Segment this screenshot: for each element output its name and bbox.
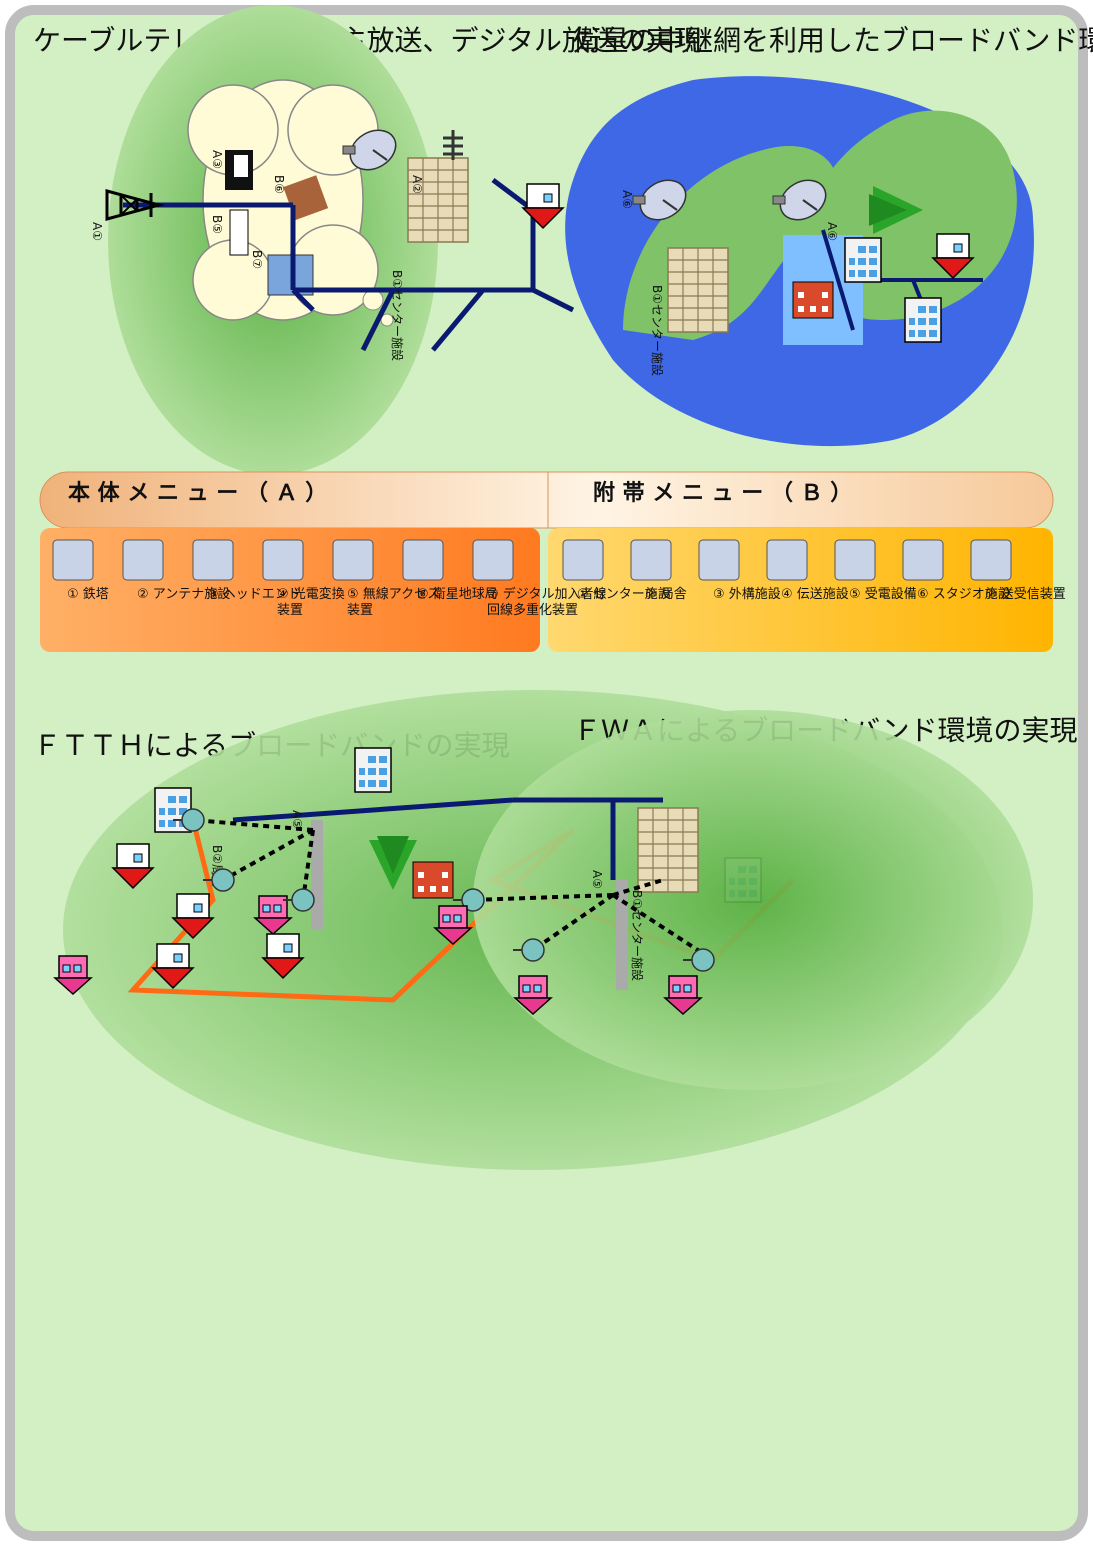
center-facility-icon — [407, 157, 469, 243]
menu-item-label: ④ 光電変換 — [277, 586, 345, 602]
fwa-wireless-links — [192, 818, 715, 962]
menu-item-label: ① 鉄塔 — [67, 587, 109, 602]
multiplexer-icon — [472, 539, 514, 581]
menu-item-label: ⑦ デジタル加入者線 — [487, 586, 607, 602]
main-menu-title: 本 体 メ ニ ュ ー （ Ａ ） — [68, 481, 327, 506]
menu-item-label: ② 局舎 — [645, 587, 687, 602]
menu-item-label-line2: 装置 — [347, 603, 373, 618]
cable-tv-panel: ケーブルテレビによる自主放送、デジタル放送の実現 A③ B⑤ B⑥ B⑦ — [33, 5, 882, 475]
menu-item: ② 局舎 — [630, 539, 687, 602]
menu-item: ⑥ スタジオ施設 — [902, 539, 1011, 602]
menu-item-label: ① センター施設 — [577, 586, 671, 602]
cable-b6-label: B⑥ — [272, 175, 286, 194]
satellite-dish-icon — [402, 539, 444, 581]
sub-menu-title: 附 帯 メ ニ ュ ー （ Ｂ ） — [593, 480, 852, 506]
menu-item-label: ⑥ 衛星地球局 — [417, 587, 498, 602]
menu-bars: 本 体 メ ニ ュ ー （ Ａ ） 附 帯 メ ニ ュ ー （ Ｂ ） ① 鉄塔… — [39, 471, 1066, 652]
menu-tube — [39, 471, 1054, 529]
power-panel-mini-icon — [229, 209, 249, 256]
menu-item-label: ⑤ 受電設備 — [849, 586, 917, 602]
menu-item: ③ 外構施設 — [698, 539, 781, 602]
equipment-thought-cloud — [187, 79, 394, 327]
menu-item: ④ 伝送施設 — [766, 539, 849, 602]
menu-item: ③ ヘッドエンド — [192, 539, 301, 602]
fwa-b1-label: B①センター施設 — [630, 890, 645, 981]
converter-icon — [262, 539, 304, 581]
satellite-green-building-icon — [904, 297, 942, 343]
menu-item: ⑥ 衛星地球局 — [402, 539, 498, 602]
fwa-a5-right-label: A⑤ — [290, 810, 304, 829]
fwa-center-facility-icon — [637, 807, 699, 893]
satellite-title: 衛星の中継網を利用したブロードバンド環境の実現 — [573, 24, 1093, 57]
satellite-panel: 衛星の中継網を利用したブロードバンド環境の実現 B①センター施設 A⑥ A⑥ — [565, 24, 1093, 447]
menu-item-label: ⑥ スタジオ施設 — [917, 586, 1011, 602]
tower-icon — [52, 539, 94, 581]
power-panel-icon — [834, 539, 876, 581]
fwa-area-ellipse — [473, 710, 1033, 1090]
menu-item-label: ④ 伝送施設 — [781, 586, 849, 602]
menu-item: ① センター施設 — [562, 539, 671, 602]
cable-a2-label: A② — [410, 175, 424, 194]
wireless-icon — [332, 539, 374, 581]
fwa-backbone-line — [232, 797, 663, 880]
cable-a3-label: A③ — [210, 150, 224, 169]
ftth-apartment-icon — [354, 747, 392, 793]
menu-item: ① 鉄塔 — [52, 539, 109, 602]
satellite-b1-label: B①センター施設 — [650, 285, 665, 376]
satellite-a6-left-label: A⑥ — [620, 190, 634, 209]
menu-item-label: ③ ヘッドエンド — [207, 587, 301, 602]
menu-item-label: ② アンテナ施設 — [137, 586, 230, 602]
menu-item-label-line2: 回線多重化装置 — [487, 602, 578, 618]
fence-icon — [698, 539, 740, 581]
menu-item-label-line2: 装置 — [277, 603, 303, 618]
menu-item-label: ③ 外構施設 — [713, 586, 781, 602]
cable-b1-label: B①センター施設 — [390, 270, 405, 361]
cable-tv-network-lines — [123, 178, 575, 352]
fwa-panel: ＦＷＡによるブロードバンド環境の実現 B①センター施設 A⑤ A⑤ — [112, 710, 1078, 1090]
menu-item: ⑤ 受電設備 — [834, 539, 917, 602]
cable-b7-label: B⑦ — [250, 250, 264, 269]
transmission-icon — [766, 539, 808, 581]
satellite-school-icon — [792, 281, 834, 319]
cable-b5-label: B⑤ — [210, 215, 224, 234]
fwa-a5-left-label: A⑤ — [590, 870, 604, 889]
menu-item-label: ⑦ 送受信装置 — [985, 587, 1066, 602]
fwa-pole-right — [311, 820, 323, 930]
headend-icon — [192, 539, 234, 581]
satellite-apartment-icon — [844, 237, 882, 283]
cable-a1-label: A① — [90, 222, 104, 241]
center-building-icon — [562, 539, 604, 581]
antenna-icon — [122, 539, 164, 581]
menu-item-label: ⑤ 無線アクセス — [347, 586, 440, 602]
transceiver-icon — [970, 539, 1012, 581]
satellite-center-facility-icon — [667, 247, 729, 333]
studio-camera-icon — [902, 539, 944, 581]
office-building-icon — [630, 539, 672, 581]
satellite-a6-right-label: A⑥ — [825, 222, 839, 241]
uhf-antenna-icon — [443, 130, 463, 160]
menu-item: ② アンテナ施設 — [122, 539, 230, 602]
fwa-pole-left — [616, 880, 628, 990]
menu-item: ⑦ 送受信装置 — [970, 539, 1066, 602]
ftth-school-icon — [412, 861, 454, 899]
